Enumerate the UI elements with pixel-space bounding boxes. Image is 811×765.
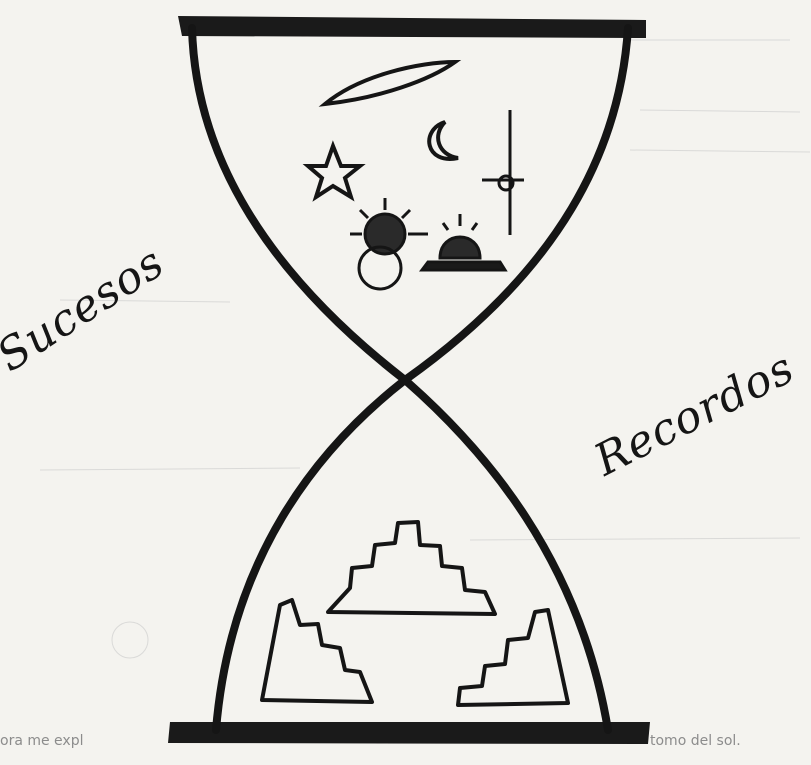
- background-print: [40, 40, 810, 658]
- shooting-star-icon: [325, 62, 455, 104]
- star-icon: [308, 146, 360, 197]
- bottom-bar: [168, 722, 650, 744]
- stepped-pyramid-icon: [328, 522, 495, 614]
- left-mountain-icon: [262, 600, 372, 702]
- compass-icon: [482, 110, 524, 235]
- top-bar: [178, 16, 646, 38]
- crescent-moon-icon: [429, 122, 458, 159]
- sunrise-icon: [422, 214, 505, 270]
- sun-icon: [350, 198, 428, 289]
- right-mountain-icon: [458, 610, 568, 705]
- caption-left-fragment: ora me expl: [0, 733, 83, 749]
- hourglass-outline: [192, 28, 628, 730]
- caption-right-fragment: tomo del sol.: [650, 733, 741, 749]
